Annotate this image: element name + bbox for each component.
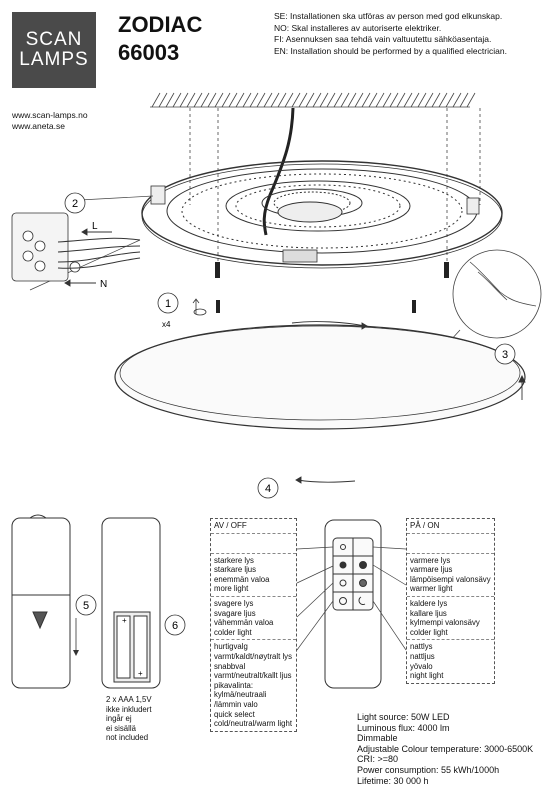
battery-line: ingår ej [106, 714, 132, 724]
battery-line: ei sisällä [106, 723, 136, 733]
rotate-arrows [291, 321, 526, 484]
technical-specs: Light source: 50W LED Luminous flux: 400… [357, 712, 533, 786]
wires [57, 237, 141, 269]
remote-battery-open [101, 517, 161, 689]
remote-callout-lines [296, 546, 407, 651]
brand-line2: LAMPS [19, 49, 89, 70]
website-no: www.scan-lamps.no [12, 110, 88, 120]
screw-guide-lines [189, 108, 481, 265]
warning-se: SE: Installationen ska utföras av person… [274, 11, 503, 21]
spec-line: Lifetime: 30 000 h [357, 775, 429, 786]
warning-en: EN: Installation should be performed by … [274, 45, 507, 56]
brand-line1: SCAN [25, 29, 83, 50]
warning-no: NO: Skal installeres av autoriserte elek… [274, 22, 442, 33]
on-header: PÅ / ON [407, 519, 494, 534]
step-circles [64, 192, 516, 636]
clip-zoom-detail [439, 249, 542, 353]
product-code: 66003 [118, 40, 180, 65]
step-1-number: 1 [165, 298, 171, 310]
mounting-base-plate [141, 160, 503, 269]
websites: www.scan-lamps.no www.aneta.se [12, 110, 88, 132]
remote-front [324, 519, 382, 689]
battery-plus-sign: + [138, 669, 143, 678]
step-6-number: 6 [172, 620, 178, 632]
step-4-number: 4 [265, 483, 271, 495]
terminal-block [11, 212, 81, 282]
spec-line: Power consumption: 55 kWh/1000h [357, 764, 500, 775]
screw-quantity: x4 [162, 320, 171, 329]
screws [215, 262, 449, 313]
battery-plus-sign: + [122, 616, 127, 625]
brand-logo: SCAN LAMPS [12, 12, 96, 88]
on-row-spacer [407, 534, 494, 554]
spec-line: Adjustable Colour temperature: 3000-6500… [357, 743, 534, 754]
remote-back [11, 514, 71, 689]
product-name: ZODIAC [118, 12, 203, 37]
wire-arrows [64, 228, 112, 287]
warning-fi: FI: Asennuksen saa tehdä vain valtuutett… [274, 34, 492, 44]
battery-note: 2 x AAA 1,5V ikke inkludert ingår ej ei … [106, 695, 152, 743]
off-header: AV / OFF [211, 519, 296, 534]
ceiling-hatch [150, 92, 476, 108]
wiring-zoom-lines [29, 195, 154, 291]
spec-line: Dimmable [357, 733, 398, 744]
battery-line: not included [106, 733, 149, 743]
wire-N-label: N [100, 279, 107, 290]
wire-L-label: L [92, 221, 98, 232]
spec-line: Luminous flux: 4000 lm [357, 722, 450, 733]
battery-line: 2 x AAA 1,5V [106, 695, 152, 704]
spec-line: Light source: 50W LED [357, 712, 450, 722]
diffuser-cover [114, 324, 526, 430]
step-5-number: 5 [83, 600, 89, 612]
off-row-spacer [211, 534, 296, 554]
installation-warnings: SE: Installationen ska utföras av person… [274, 11, 507, 57]
battery-line: ikke inkludert [106, 704, 152, 714]
step-2-number: 2 [72, 198, 78, 210]
website-se: www.aneta.se [12, 121, 65, 131]
spec-line: CRI: >=80 [357, 754, 399, 765]
step-3-number: 3 [502, 349, 508, 361]
rotate-arrow-icon [192, 298, 200, 314]
